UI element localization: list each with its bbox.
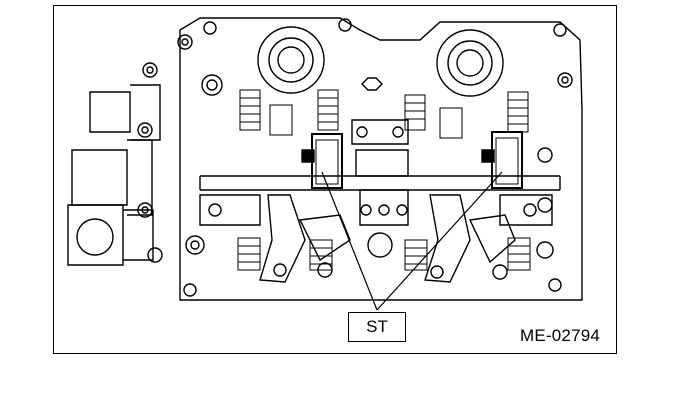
center-bracket (351, 119, 409, 226)
st-special-tool-right (481, 131, 523, 189)
st-callout-label: ST (348, 312, 406, 342)
st-leader-lines (321, 171, 503, 311)
center-nut (361, 77, 383, 91)
lower-bracket (199, 194, 553, 226)
upper-valve-springs (239, 89, 529, 139)
figure-frame (53, 5, 617, 354)
figure-code: ME-02794 (520, 326, 601, 345)
left-side-actuators (67, 84, 161, 266)
spark-plug-wells (257, 26, 504, 97)
lower-valve-springs (237, 237, 531, 271)
st-special-tool-left (301, 133, 343, 189)
lower-rockers (259, 194, 516, 283)
perimeter-bolts (137, 18, 573, 297)
head-outline (179, 17, 583, 301)
